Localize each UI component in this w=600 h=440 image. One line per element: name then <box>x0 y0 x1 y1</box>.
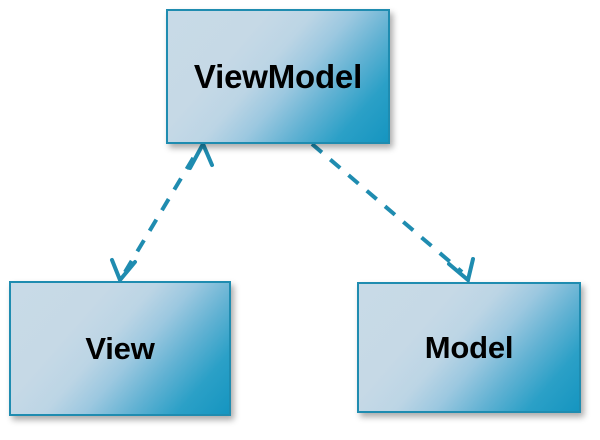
node-model[interactable]: Model <box>357 282 581 413</box>
arrowhead-to-view <box>110 258 137 284</box>
node-view[interactable]: View <box>9 281 231 416</box>
node-viewmodel-label: ViewModel <box>193 57 363 95</box>
connector-view-viewmodel <box>110 139 214 284</box>
arrowhead-to-viewmodel <box>188 139 214 170</box>
node-view-label: View <box>85 330 155 366</box>
node-viewmodel[interactable]: ViewModel <box>166 9 390 144</box>
arrowhead-to-model <box>447 257 475 284</box>
connector-view-viewmodel-line <box>123 148 200 274</box>
connector-viewmodel-model-line <box>310 142 464 274</box>
node-model-label: Model <box>424 329 514 365</box>
connector-viewmodel-model <box>310 142 475 284</box>
